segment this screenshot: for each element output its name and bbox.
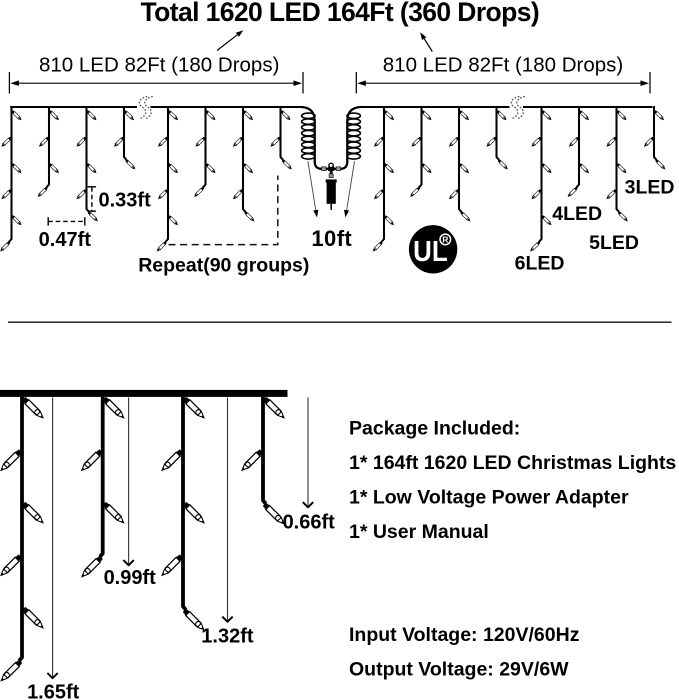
svg-text:Repeat(90 groups): Repeat(90 groups) (138, 255, 309, 277)
svg-text:1* User Manual: 1* User Manual (349, 521, 489, 543)
svg-text:UL: UL (413, 236, 448, 268)
svg-text:Total 1620 LED 164Ft (360 Drop: Total 1620 LED 164Ft (360 Drops) (141, 0, 540, 27)
svg-text:10ft: 10ft (311, 226, 352, 251)
svg-text:R: R (442, 234, 448, 244)
svg-text:6LED: 6LED (515, 253, 565, 275)
svg-text:810 LED 82Ft (180 Drops): 810 LED 82Ft (180 Drops) (383, 53, 623, 76)
svg-text:Package Included:: Package Included: (349, 418, 520, 440)
svg-text:810 LED 82Ft (180 Drops): 810 LED 82Ft (180 Drops) (39, 53, 279, 76)
svg-text:1.32ft: 1.32ft (201, 625, 254, 647)
svg-text:0.66ft: 0.66ft (283, 512, 336, 534)
svg-text:3LED: 3LED (625, 176, 675, 198)
svg-text:Output Voltage: 29V/6W: Output Voltage: 29V/6W (349, 659, 569, 681)
svg-text:5LED: 5LED (589, 232, 639, 254)
svg-text:0.33ft: 0.33ft (99, 189, 152, 211)
svg-text:0.99ft: 0.99ft (104, 567, 157, 589)
svg-text:Input Voltage: 120V/60Hz: Input Voltage: 120V/60Hz (349, 624, 580, 646)
svg-text:1* Low Voltage Power Adapter: 1* Low Voltage Power Adapter (349, 487, 629, 509)
svg-text:4LED: 4LED (552, 203, 602, 225)
svg-text:1* 164ft 1620 LED Christmas Li: 1* 164ft 1620 LED Christmas Lights (349, 452, 676, 474)
svg-text:0.47ft: 0.47ft (39, 229, 92, 251)
svg-text:1.65ft: 1.65ft (27, 682, 80, 700)
